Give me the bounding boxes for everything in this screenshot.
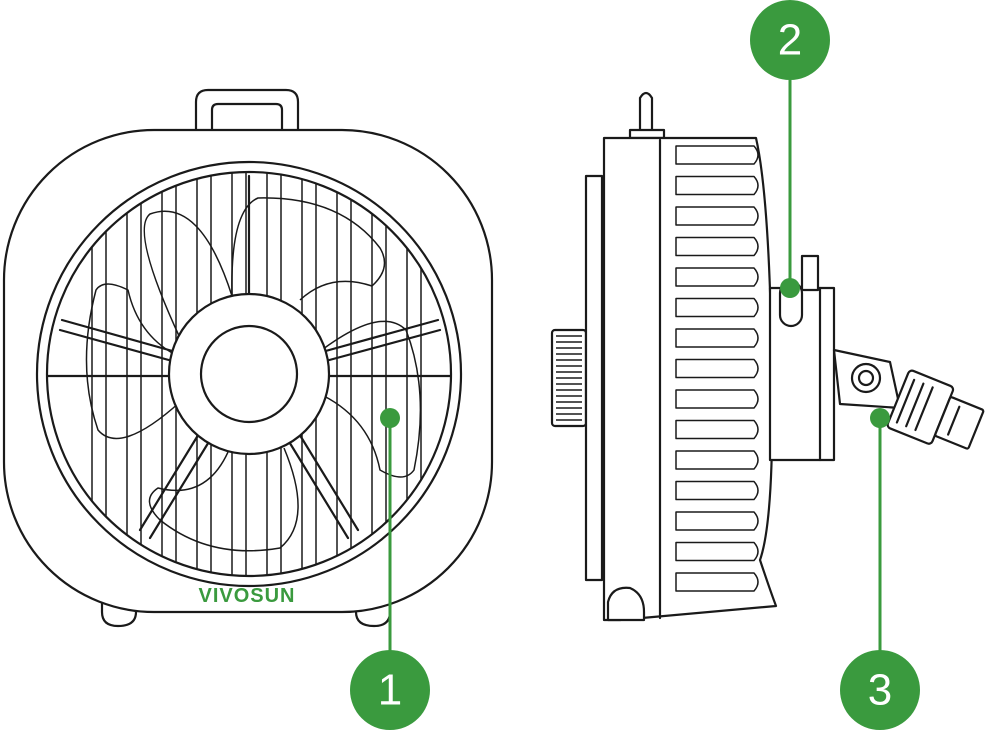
pivot-screw-inner <box>857 369 875 387</box>
callout-dot-1 <box>380 408 400 428</box>
side-view <box>550 91 985 622</box>
grill-spokes <box>46 174 452 540</box>
callout-1: 1 <box>350 408 430 730</box>
vent-slot <box>675 236 759 257</box>
top-knob <box>638 91 654 134</box>
callout-label-3: 3 <box>868 666 892 715</box>
carry-handle <box>194 88 300 134</box>
vent-slot <box>675 572 759 592</box>
top-knob-base <box>628 128 666 140</box>
vent-slot <box>675 145 759 165</box>
callout-label-1: 1 <box>378 666 402 715</box>
vent-slot <box>675 328 759 348</box>
vent-slot <box>675 450 759 470</box>
vent-slot <box>675 511 759 531</box>
callout-badge-1 <box>350 650 430 730</box>
vent-slot <box>675 419 759 440</box>
side-vent-slots <box>675 145 759 592</box>
callout-badge-3 <box>840 650 920 730</box>
vent-slot <box>675 206 759 226</box>
callout-dot-3 <box>870 408 890 428</box>
side-housing <box>602 136 778 622</box>
vent-slot <box>675 541 759 562</box>
usb-clamp <box>886 369 985 450</box>
callout-badge-2 <box>750 0 830 80</box>
grill-outer-ring <box>35 160 463 588</box>
left-foot <box>100 598 138 628</box>
hub-inner <box>199 324 299 424</box>
callout-dot-2 <box>780 278 800 298</box>
vent-slot <box>675 480 759 501</box>
callout-2: 2 <box>750 0 830 298</box>
bottom-cap <box>606 586 646 622</box>
back-plate <box>584 174 604 582</box>
vent-slot <box>675 297 759 318</box>
callout-3: 3 <box>840 408 920 730</box>
bracket-post <box>800 254 820 292</box>
vent-slot <box>675 389 759 409</box>
grill-inner-ring <box>45 170 453 578</box>
vent-slot <box>675 267 759 287</box>
vent-slot <box>675 358 759 379</box>
vent-slot <box>675 175 759 196</box>
brand-logo: VIVOSUN <box>198 585 295 607</box>
callout-label-2: 2 <box>778 16 802 65</box>
rear-knob-ridges <box>556 335 582 421</box>
fan-blades <box>85 197 422 552</box>
front-view: VIVOSUN <box>2 88 494 628</box>
pivot-screw <box>850 362 882 394</box>
